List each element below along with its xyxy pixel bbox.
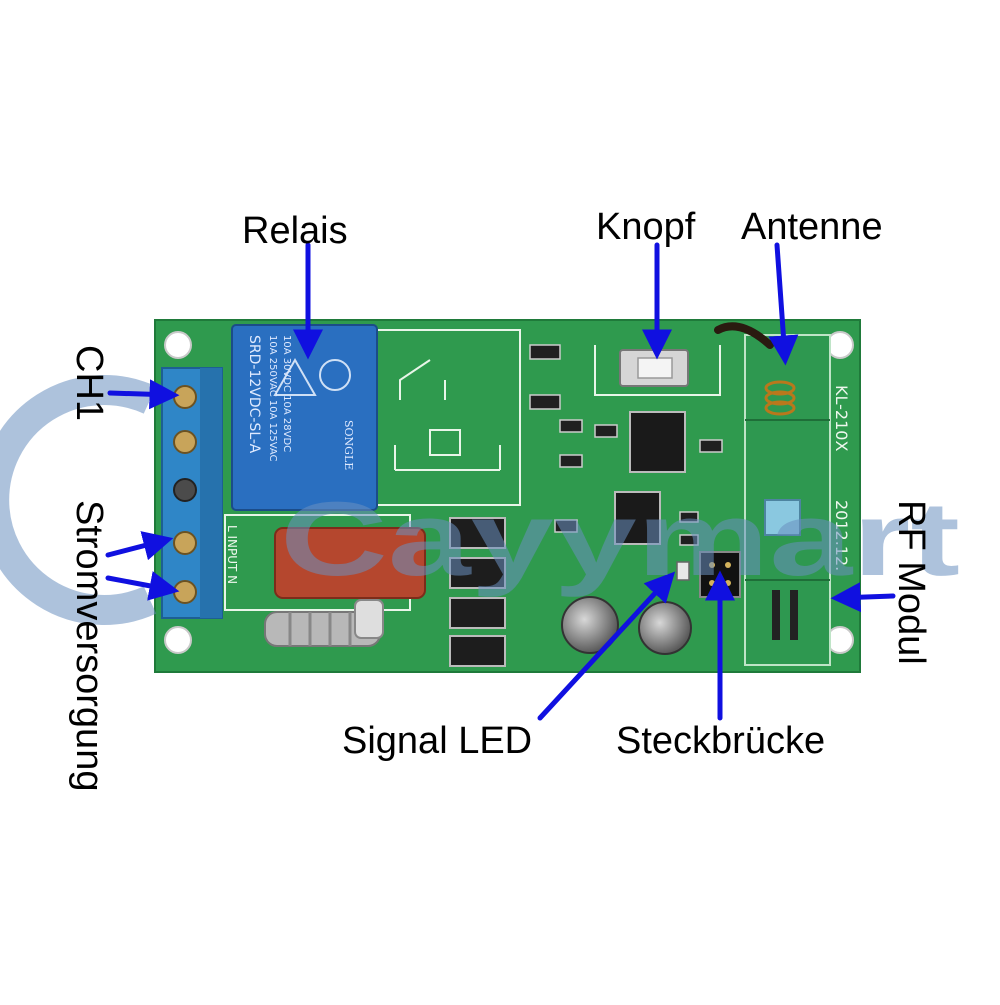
relay-brand-text: SONGLE — [342, 420, 355, 470]
relay-rating-1-text: 10A 250VAC 10A 125VAC — [267, 335, 278, 462]
relay-model-text: SRD-12VDC-SL-A — [246, 335, 262, 454]
smd-components — [529, 344, 723, 546]
electrolytic-capacitor — [638, 601, 692, 655]
rectifier-diodes — [449, 517, 506, 667]
arrow-ch1 — [107, 379, 180, 410]
mounting-hole — [164, 331, 192, 359]
rf-module-board — [744, 334, 831, 666]
arrow-signal-led — [537, 571, 676, 721]
arrow-stromversorgung-1 — [105, 531, 174, 561]
model-code-text: KL-210X — [832, 385, 851, 451]
film-capacitor — [274, 527, 426, 599]
antenna-coil — [714, 322, 796, 416]
power-resistor — [264, 599, 384, 647]
signal-led — [676, 561, 690, 581]
watermark-logo — [0, 375, 157, 625]
label-knopf: Knopf — [596, 206, 696, 248]
label-stromversorgung: Stromversorgung — [68, 500, 110, 792]
relay-rating-2-text: 10A 30VDC 10A 28VDC — [281, 335, 292, 452]
arrow-stromversorgung-2 — [105, 571, 180, 601]
push-button — [619, 349, 689, 387]
label-signal-led: Signal LED — [342, 720, 533, 762]
terminal-label-text: L INPUT N — [225, 525, 239, 584]
pointer-arrows — [105, 242, 896, 721]
date-code-text: 2012.12. — [832, 500, 851, 571]
microcontroller-ic — [629, 411, 686, 473]
electrolytic-capacitor — [561, 596, 619, 654]
label-relais: Relais — [242, 210, 348, 252]
label-rf-modul: RF Modul — [890, 500, 932, 665]
label-antenne: Antenne — [741, 206, 883, 248]
rf-module-pins — [772, 590, 798, 640]
watermark-text: Cayymart — [280, 481, 960, 598]
arrow-rf-modul — [830, 582, 896, 613]
arrow-antenne — [768, 242, 799, 366]
label-steckbruecke: Steckbrücke — [616, 720, 826, 762]
label-ch1: CH1 — [68, 345, 110, 422]
relay — [231, 324, 378, 511]
terminal-screws — [173, 385, 197, 604]
regulator-ic — [614, 491, 661, 545]
mounting-hole — [164, 626, 192, 654]
screw-terminal-block — [161, 367, 223, 619]
